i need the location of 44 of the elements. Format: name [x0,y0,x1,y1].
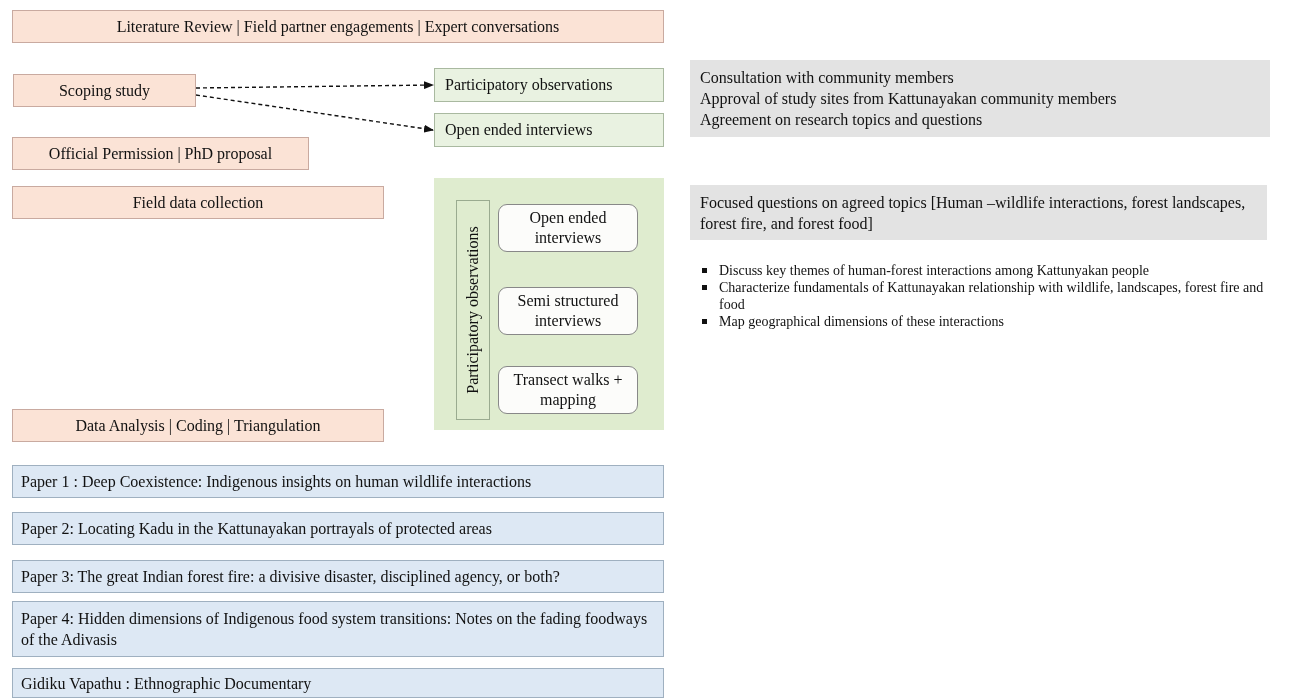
method-panel [434,178,664,430]
box-label: Scoping study [58,81,151,100]
box-label: Paper 1 : Deep Coexistence: Indigenous insights on human wildlife interactions [21,472,532,492]
output-box [12,601,664,657]
bullet-text: Discuss key themes of human-forest interactions among Kattunyakan people [719,263,1149,278]
box-label: Field data collection [132,193,264,212]
method-box [12,186,384,219]
note-text: Consultation with community members [700,68,954,88]
dashed-arrow [195,94,434,133]
box-label: Semi structured interviews [516,291,620,331]
method-box [434,113,664,147]
method-box [12,10,664,43]
box-label: Data Analysis | Coding | Triangulation [75,416,321,435]
output-box [12,512,664,545]
vertical-label-box [456,200,490,420]
method-box [12,137,309,170]
box-label: Participatory observations [445,76,613,94]
method-box [498,366,638,414]
output-box [12,465,664,498]
box-label: Transect walks + mapping [512,370,624,410]
note-text: Approval of study sites from Kattunayakan community members [700,89,1117,109]
output-box [12,668,664,698]
box-label: Open ended interviews [445,121,593,139]
bullet-text: Characterize fundamentals of Kattunayakan relationship with wildlife, landscapes, forest fire and food [719,280,1264,312]
box-label: Paper 3: The great Indian forest fire: a divisive disaster, disciplined agency, or both? [21,567,560,587]
box-label: Gidiku Vapathu : Ethnographic Documentary [21,673,312,694]
bullet-text: Map geographical dimensions of these interactions [719,314,1004,329]
note-text: Focused questions on agreed topics [Human –wildlife interactions, forest landscapes, forest fire, and forest food] [700,192,1247,234]
box-label: Paper 4: Hidden dimensions of Indigenous food system transitions: Notes on the fading foodways of the Adivasis [21,609,649,650]
output-box [12,560,664,593]
vertical-label: Participatory observations [464,226,482,394]
method-box [12,409,384,442]
method-box [13,74,196,107]
dashed-arrow [195,81,434,90]
method-box [434,68,664,102]
method-box [498,287,638,335]
note-box [690,185,1267,240]
box-label: Paper 2: Locating Kadu in the Kattunayakan portrayals of protected areas [21,519,492,539]
note-text: Agreement on research topics and questions [700,110,983,130]
note-box [690,60,1270,137]
box-label: Open ended interviews [528,208,608,248]
method-box [498,204,638,252]
box-label: Literature Review | Field partner engagements | Expert conversations [116,17,560,36]
box-label: Official Permission | PhD proposal [48,144,273,163]
